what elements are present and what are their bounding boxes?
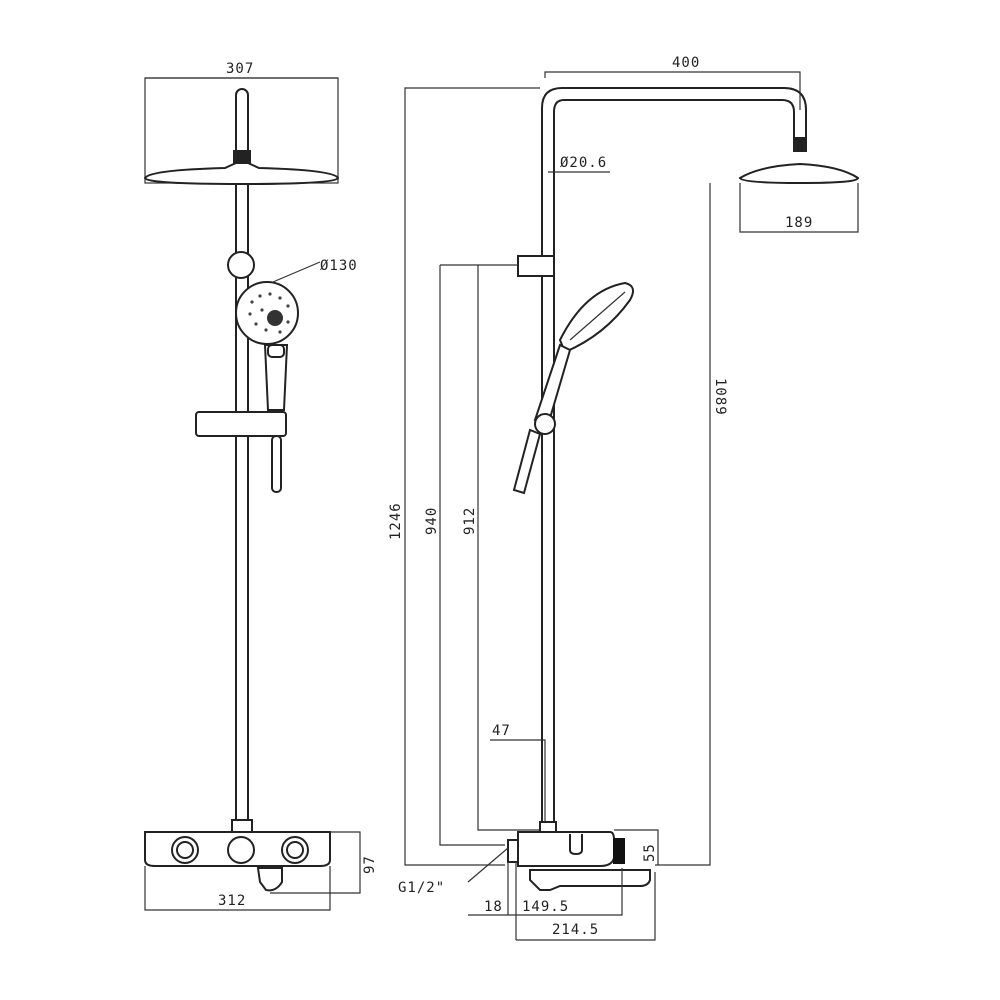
dim-18: 18 bbox=[484, 899, 503, 915]
dim-940: 940 bbox=[424, 507, 440, 535]
dim-97: 97 bbox=[362, 855, 378, 874]
hand-shower-side bbox=[512, 281, 635, 495]
thermostatic-mixer-front bbox=[144, 819, 331, 892]
dim-214-5: 214.5 bbox=[552, 922, 599, 938]
dim-312: 312 bbox=[218, 893, 246, 909]
dim-55: 55 bbox=[642, 843, 658, 862]
dim-47: 47 bbox=[492, 723, 511, 739]
dim-400: 400 bbox=[672, 55, 700, 71]
rail-front bbox=[227, 183, 255, 831]
dim-20-6: Ø20.6 bbox=[560, 155, 607, 171]
dim-1089: 1089 bbox=[712, 378, 728, 416]
thermostatic-mixer-side bbox=[507, 821, 651, 891]
front-view: 307 Ø130 bbox=[143, 61, 378, 911]
dim-1246: 1246 bbox=[388, 502, 404, 540]
overhead-shower-front bbox=[143, 77, 340, 186]
dim-189: 189 bbox=[785, 215, 813, 231]
dim-130: Ø130 bbox=[320, 258, 358, 274]
dim-307: 307 bbox=[226, 61, 254, 77]
dim-g1-2: G1/2" bbox=[398, 880, 445, 896]
side-view: 400 Ø20.6 189 1089 1246 940 912 47 bbox=[388, 55, 860, 941]
dim-912: 912 bbox=[462, 507, 478, 535]
rail-and-arm-side bbox=[440, 87, 860, 831]
hand-shower-front bbox=[195, 261, 321, 493]
dim-149-5: 149.5 bbox=[522, 899, 569, 915]
